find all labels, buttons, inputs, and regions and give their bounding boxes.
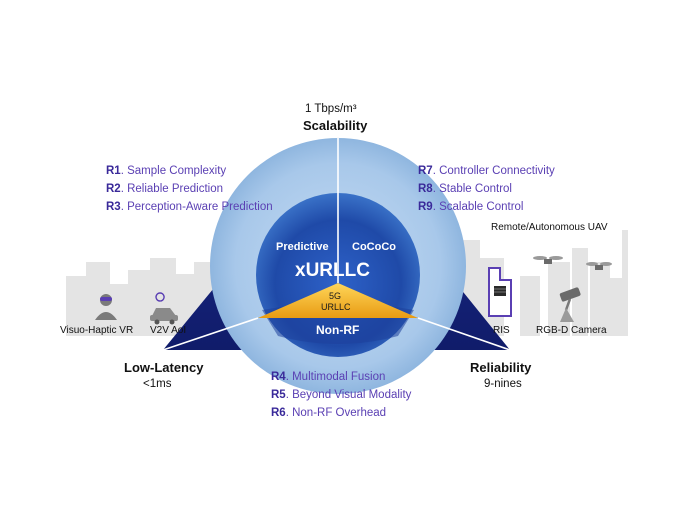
requirement-id: R8 <box>418 183 433 195</box>
uav-label: Remote/Autonomous UAV <box>491 222 608 233</box>
reliability-title: Reliability <box>470 360 532 375</box>
requirement-r1: R1. Sample Complexity <box>106 165 227 177</box>
vr-label: Visuo-Haptic VR <box>60 325 134 336</box>
requirement-text: Sample Complexity <box>127 165 227 177</box>
requirement-id: R1 <box>106 165 121 177</box>
ris-panel-icon <box>488 267 512 317</box>
camera-label: RGB-D Camera <box>536 325 607 336</box>
urllc-5g-label: 5G <box>329 291 342 301</box>
urllc-label: URLLC <box>321 302 351 312</box>
requirement-id: R7 <box>418 165 433 177</box>
urllc-triangle <box>258 283 418 318</box>
predictive-label: Predictive <box>276 241 329 253</box>
scalability-value: 1 Tbps/m³ <box>305 103 357 115</box>
nonrf-label: Non-RF <box>316 323 360 337</box>
v2v-label: V2V AoI <box>150 325 187 336</box>
requirement-id: R6 <box>271 407 286 419</box>
requirement-r5: R5. Beyond Visual Modality <box>271 389 412 401</box>
triangle-split-lines <box>162 137 511 351</box>
requirement-id: R4 <box>271 371 286 383</box>
requirement-r3: R3. Perception-Aware Prediction <box>106 201 273 213</box>
requirement-id: R5 <box>271 389 286 401</box>
vr-user-icon <box>95 294 117 320</box>
requirement-r6: R6. Non-RF Overhead <box>271 407 387 419</box>
car-icon <box>150 292 178 325</box>
reliability-value: 9-nines <box>484 378 522 390</box>
requirement-id: R9 <box>418 201 433 213</box>
uav-drone-icon <box>533 256 612 270</box>
requirement-text: Beyond Visual Modality <box>292 389 412 401</box>
requirement-r9: R9. Scalable Control <box>418 201 524 213</box>
requirement-text: Non-RF Overhead <box>292 407 387 419</box>
requirement-r2: R2. Reliable Prediction <box>106 183 223 195</box>
requirement-id: R2 <box>106 183 121 195</box>
requirement-id: R3 <box>106 201 121 213</box>
requirement-r7: R7. Controller Connectivity <box>418 165 555 177</box>
low-latency-value: <1ms <box>143 378 172 390</box>
cococo-label: CoCoCo <box>352 241 396 253</box>
requirement-text: Reliable Prediction <box>127 183 223 195</box>
requirement-r8: R8. Stable Control <box>418 183 512 195</box>
requirement-r4: R4. Multimodal Fusion <box>271 371 386 383</box>
requirement-text: Multimodal Fusion <box>292 371 386 383</box>
requirement-text: Scalable Control <box>439 201 524 213</box>
scalability-title: Scalability <box>303 118 368 133</box>
rgbd-camera-icon <box>559 287 581 322</box>
requirement-text: Controller Connectivity <box>439 165 555 177</box>
requirement-text: Perception-Aware Prediction <box>127 201 273 213</box>
low-latency-title: Low-Latency <box>124 360 204 375</box>
xurllc-label: xURLLC <box>295 260 370 281</box>
ris-label: RIS <box>493 325 510 336</box>
requirement-text: Stable Control <box>439 183 512 195</box>
